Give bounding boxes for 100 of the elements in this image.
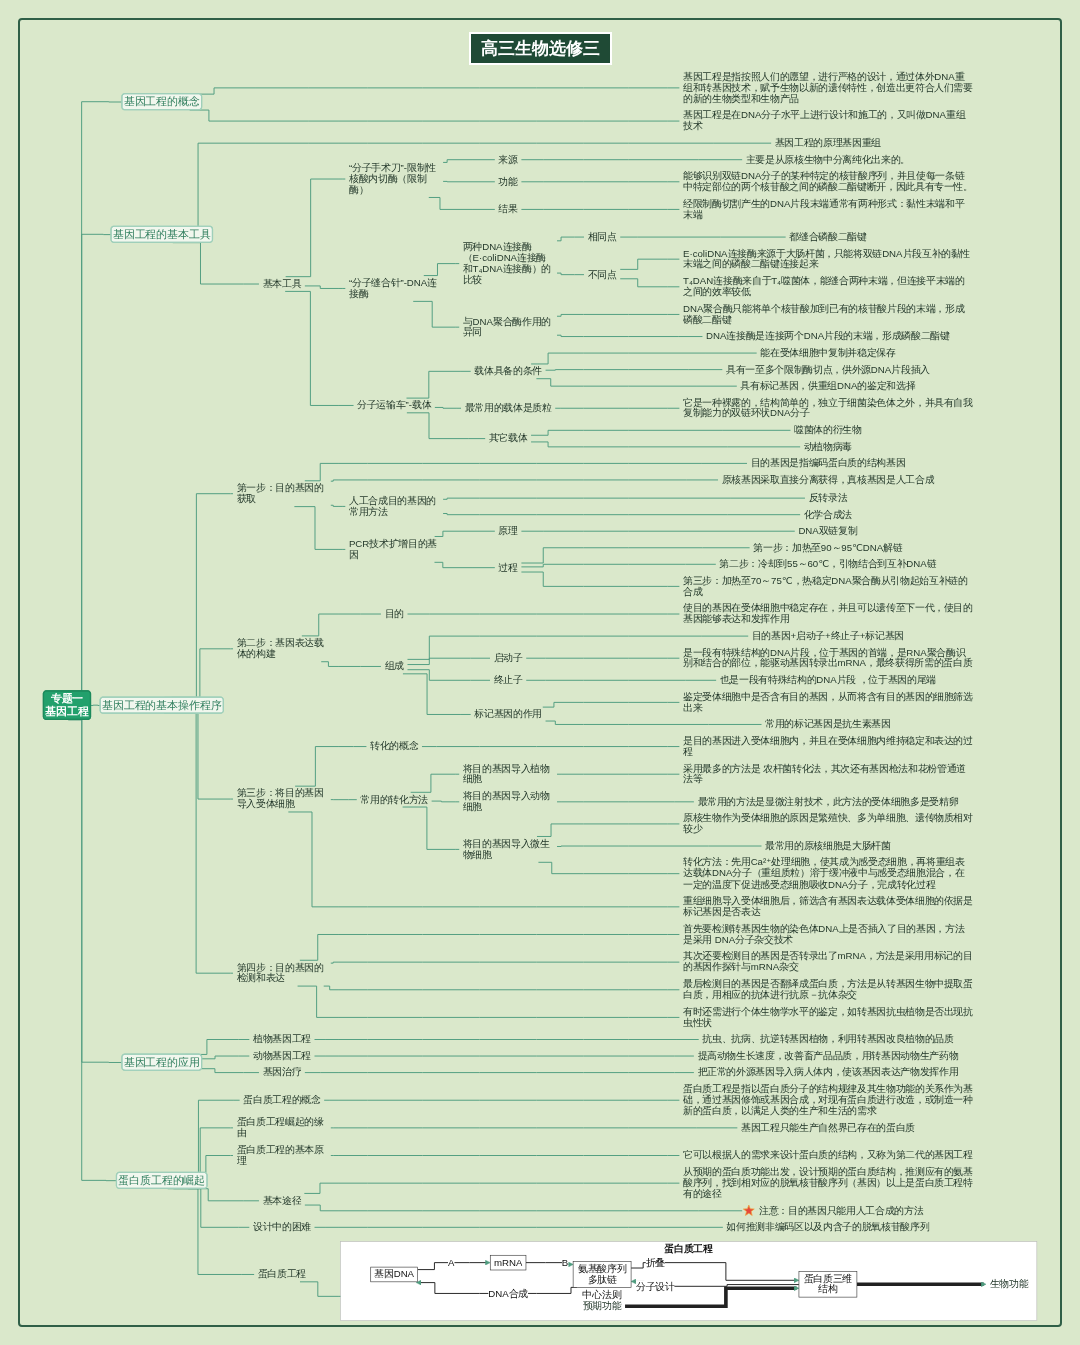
node-text: 将目的基因导入微生物细胞 [462,838,550,860]
node-text: 基本工具 [262,278,302,289]
node-text: 能够识别双链DNA分子的某种特定的核苷酸序列，并且使每一条链中特定部位的两个核苷酸之间的磷酸二酯键断开，因此具有专一性。 [682,170,973,193]
node-text: 都缝合磷酸二酯键 [789,231,867,242]
node-text: DNA连接酶是连接两个DNA片段的末端，形成磷酸二酯键 [705,330,950,342]
node-text: 最后检测目的基因是否翻译成蛋白质，方法是从转基因生物中提取蛋白质，用相应的抗体进行抗原－抗体杂交 [682,978,973,1001]
connector [520,181,680,183]
connector [535,378,738,387]
connector [90,704,101,706]
node-text: 第一步：加热至90～95℃DNA解链 [753,542,903,553]
connector [530,352,758,365]
node-text: 原核基因采取直接分离获得，真核基因是人工合成 [721,474,935,485]
connector [442,180,496,183]
connector [556,801,695,803]
node-text: 标记基因的作用 [474,708,542,720]
connector [556,845,762,847]
node-text: 常用的转化方法 [360,794,428,805]
connector [402,806,460,850]
node-text: 与DNA聚合酶作用的异同 [462,316,551,338]
connector [301,613,382,637]
node-text: 提高动物生长速度，改善畜产品品质，用转基因动物生产药物 [697,1050,959,1061]
connector [303,1182,680,1194]
node-text: 最常用的载体是质粒 [464,402,552,413]
connector [294,746,367,787]
node-text: 蛋白质工程崛起的缘由 [236,1116,324,1139]
connector [530,441,801,448]
connector [405,370,472,399]
node-caption: 中心法则 [581,1288,622,1300]
node-text: 蛋白质工程的概念 [243,1094,321,1105]
node-text: 设计中的困难 [252,1221,311,1233]
connector [556,773,680,775]
connector [330,961,680,964]
connector [619,258,680,270]
node-text: 第三步：加热至70～75℃，热稳定DNA聚合酶从引物起始互补链的合成 [682,575,968,597]
connector [412,300,460,328]
connector [313,1039,700,1040]
connector [330,479,719,482]
node-text: 分子运输车”-载体 [357,399,432,411]
node-text: 基因工程是在DNA分子水平上进行设计和施工的，又叫做DNA重组技术 [682,109,966,132]
node-text: 基因工程的原理基因重组 [774,137,881,148]
node-text: 能在受体细胞中复制并稳定保存 [760,347,896,358]
node-box: 基因DNA [370,1266,418,1283]
node-box: 蛋白质三维结构 [798,1271,858,1298]
connector [421,746,680,748]
node-text: 人工合成目的基因的常用方法 [348,495,436,517]
connector [520,547,750,564]
node-text: T₄DAN连接酶来自于T₄噬菌体，能缝合两种末端，但连接平末端的之间的效率较低 [682,275,965,298]
connector [406,635,749,660]
connector [330,504,346,507]
connector [406,657,491,666]
node-text: 过程 [498,562,518,573]
connector [284,290,354,406]
connector [520,571,680,587]
node-text: 第三步：将目的基因导入受体细胞 [236,787,324,810]
node-text: 蛋白质工程是指以蛋白质分子的结构规律及其生物功能的关系作为基础，通过基因修饰或基因合成，对现有蛋白质进行改造，或制造一种新的蛋白质，以满足人类的生产和生活的需求 [682,1083,973,1117]
connector [410,773,460,793]
connector [330,1127,738,1129]
node-text: 目的 [384,608,404,619]
node-text: 功能 [498,176,518,187]
node-text: 它可以根据人的需求来设计蛋白质的结构，又称为第二代的基因工程 [682,1149,973,1161]
connector [323,1099,680,1101]
connector [320,661,382,667]
connector [536,823,680,837]
connector [402,673,472,715]
node-text: 蛋白质工程 [257,1268,306,1280]
node-text: 重组细胞导入受体细胞后，筛选含有基因表达载体受体细胞的依据是标记基因是否表达 [682,895,973,918]
node-text: 反转录法 [808,492,848,503]
connector [556,272,585,276]
connector [619,278,680,288]
connector [406,669,491,681]
edge-label: 分子设计 [635,1281,675,1292]
connector [406,412,486,440]
node-text: DNA聚合酶只能将单个核苷酸加到已有的核苷酸片段的末端，形成磷酸二酯键 [682,303,965,325]
node-text: 采用最多的方法是 农杆菌转化法，其次还有基因枪法和花粉管通道法等 [682,763,966,785]
connector [442,497,806,500]
node-box: 氨基酸序列多肽链 [572,1261,632,1288]
connector [406,613,680,615]
node-text: 来源 [498,154,518,165]
connector [434,406,462,409]
connector [520,563,717,568]
connector [442,159,496,163]
connector [293,506,346,550]
node-text: 生物功能 [989,1278,1029,1289]
node-text: 将目的基因导入动物细胞 [462,790,550,813]
connector [556,236,585,242]
node-text: 相同点 [587,231,617,242]
node-text: 结果 [498,203,518,215]
connector [544,369,723,371]
connector [525,679,717,681]
edge-label: A [447,1257,455,1268]
node-text: 基因治疗 [262,1067,302,1078]
connector [299,934,680,961]
node-text: 第二步：基因表达载体的构建 [236,637,324,660]
node-text: 基因工程只能生产自然界已存在的蛋白质 [740,1122,915,1133]
connector [433,561,496,569]
node-text: 它是一种裸露的，结构简单的，独立于细菌染色体之外，并具有自我复制能力的双链环状DNA分子 [682,397,973,419]
connector [619,236,786,238]
node-text: 第二步：冷却到55～60℃，引物结合到互补DNA链 [719,558,937,569]
node-text: 首先要检测转基因生物的染色体DNA上是否插入了目的基因，方法是采用 DNA分子杂交技术 [682,923,965,945]
connector [304,462,748,482]
